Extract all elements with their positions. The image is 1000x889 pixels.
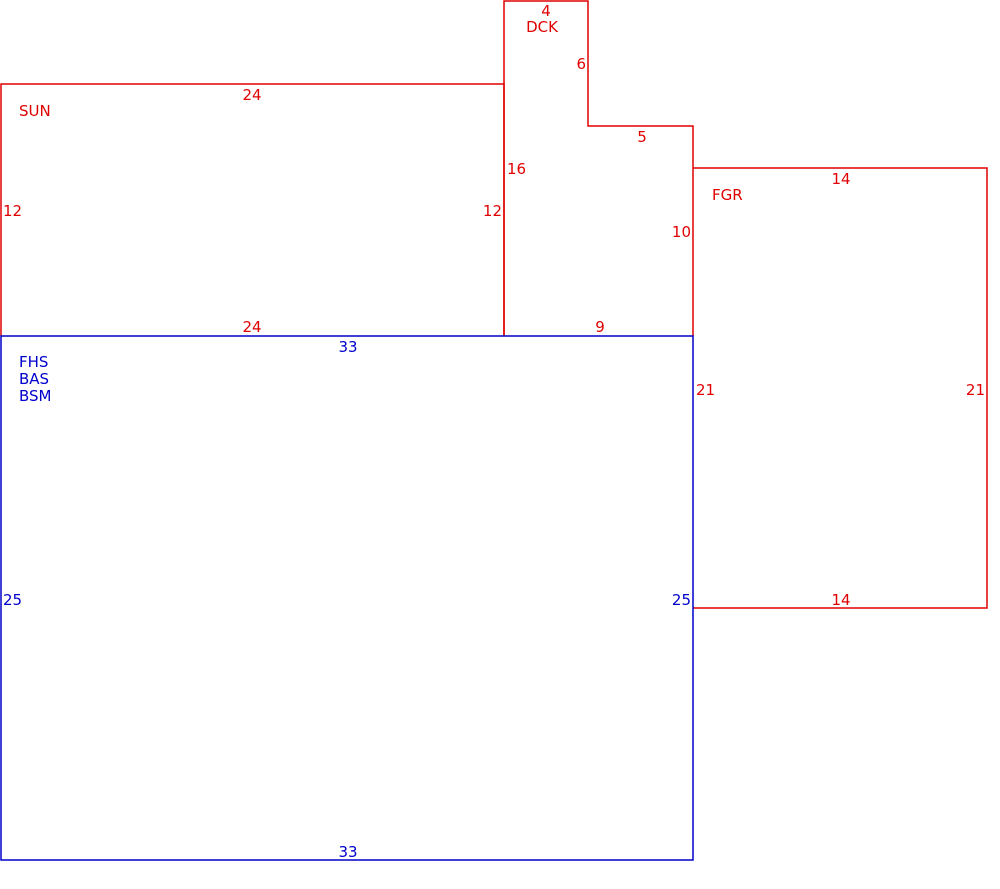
sun-left-dimension: 12 [3,202,22,220]
main-label-fhs: FHS [19,353,48,371]
main-left-dimension: 25 [3,591,22,609]
fgr-right-dimension: 21 [966,381,985,399]
dck-lower-right-dimension: 10 [672,223,691,241]
main-bottom-dimension: 33 [338,843,357,861]
fgr-left-dimension: 21 [696,381,715,399]
sun-outline [0,83,505,336]
sun-label: SUN [19,102,51,120]
dck-outline [503,0,694,336]
fgr-top-dimension: 14 [831,170,850,188]
dck-top-dimension: 4 [541,2,551,20]
dck-step-dimension: 5 [637,128,647,146]
sun-top-dimension: 24 [242,86,261,104]
main-structure-outline [0,335,694,861]
main-label-bas: BAS [19,370,49,388]
main-label-bsm: BSM [19,387,52,405]
dck-left-dimension: 16 [507,160,526,178]
main-top-dimension: 33 [338,338,357,356]
dck-upper-right-dimension: 6 [576,55,586,73]
fgr-outline [693,167,988,609]
fgr-bottom-dimension: 14 [831,591,850,609]
fgr-label: FGR [712,186,743,204]
dck-label: DCK [526,18,559,36]
dck-bottom-dimension: 9 [595,318,605,336]
sun-bottom-dimension: 24 [242,318,261,336]
sun-right-dimension: 12 [483,202,502,220]
main-right-dimension: 25 [672,591,691,609]
